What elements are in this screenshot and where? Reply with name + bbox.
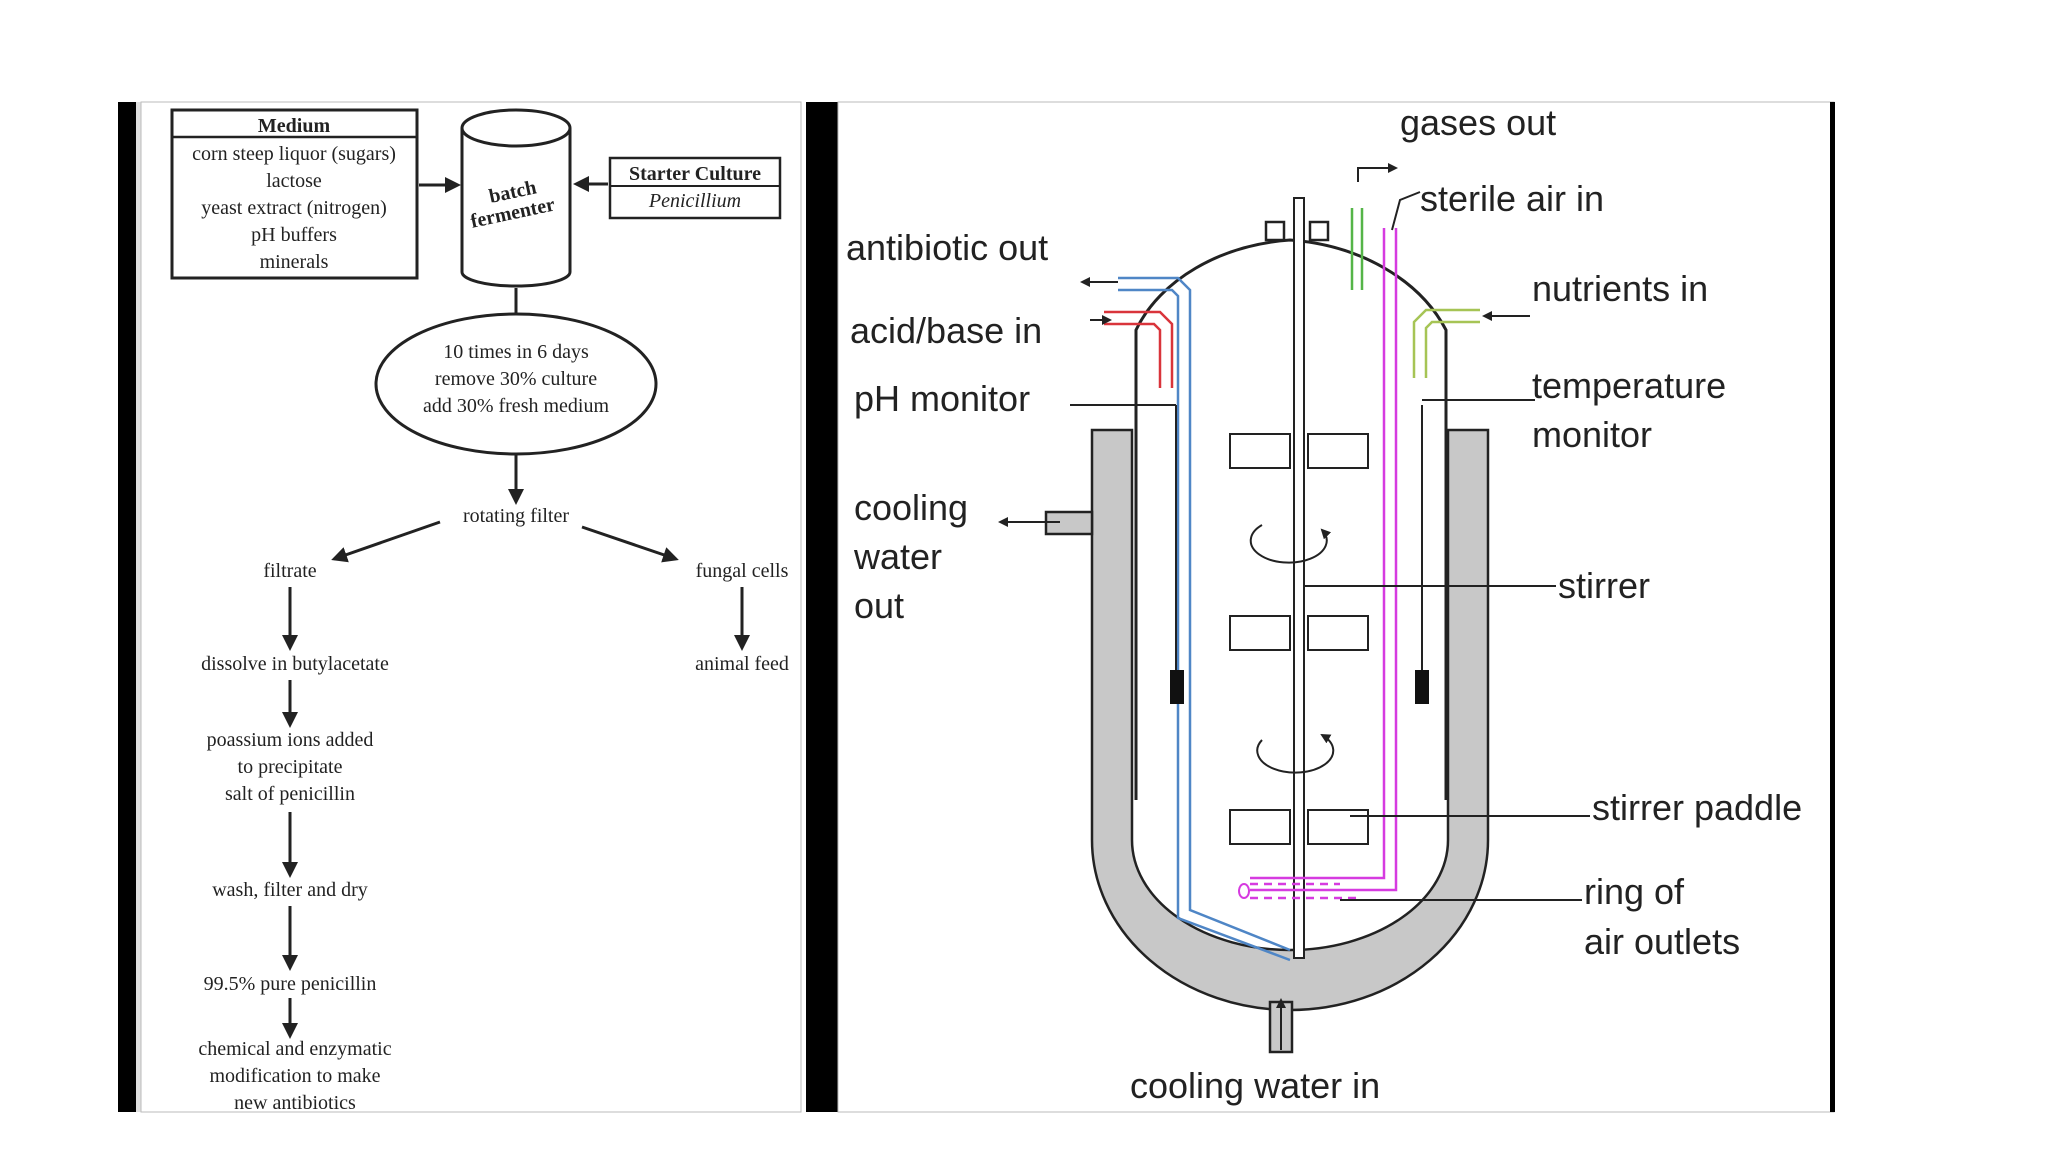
medium-box: Medium corn steep liquor (sugars) lactos… xyxy=(170,108,419,280)
nutrients-pipe xyxy=(1412,308,1480,378)
sterile-air-in-label: sterile air in xyxy=(1420,178,1604,219)
stirrer-shaft xyxy=(1293,197,1305,959)
ring-of-air-outlets-label: air outlets xyxy=(1584,921,1740,962)
temperature-monitor-label: monitor xyxy=(1532,414,1652,455)
cooling-jacket xyxy=(1090,428,1490,1012)
to-fungal-cells-arrow xyxy=(581,525,679,563)
antibiotic-out-label: antibiotic out xyxy=(846,227,1048,268)
modification-line: modification to make xyxy=(209,1065,380,1087)
process-ellipse: 10 times in 6 days remove 30% culture ad… xyxy=(374,312,658,456)
fungal-cells-label: fungal cells xyxy=(696,560,789,582)
process-line: add 30% fresh medium xyxy=(423,395,610,417)
shaft-seal xyxy=(1264,220,1286,242)
cooling-water-out-label: water xyxy=(853,536,942,577)
medium-item: yeast extract (nitrogen) xyxy=(201,197,386,219)
flowchart-panel: Medium corn steep liquor (sugars) lactos… xyxy=(118,101,838,1114)
starter-culture-box: Starter Culture Penicillium xyxy=(608,156,782,220)
divider-bar xyxy=(806,102,838,1112)
starter-organism: Penicillium xyxy=(648,190,741,212)
dissolve-label: dissolve in butylacetate xyxy=(201,653,389,675)
rotation-arrow-icon xyxy=(1249,524,1335,774)
antibiotic-out-pipe xyxy=(1118,276,1291,952)
nutrients-in-label: nutrients in xyxy=(1532,268,1708,309)
precipitate-line: salt of penicillin xyxy=(225,783,355,805)
process-line: remove 30% culture xyxy=(435,368,597,390)
air-outlet-ring xyxy=(1238,883,1250,899)
fermenter-panel: gases out sterile air in antibiotic out … xyxy=(837,101,1835,1113)
starter-title: Starter Culture xyxy=(629,163,761,185)
cooling-water-out-label: cooling xyxy=(854,487,968,528)
medium-item: minerals xyxy=(260,251,329,273)
stirrer-label: stirrer xyxy=(1558,565,1650,606)
cooling-water-out-label: out xyxy=(854,585,904,626)
medium-item: pH buffers xyxy=(251,224,337,246)
modification-line: chemical and enzymatic xyxy=(198,1038,391,1060)
ring-of-air-outlets-label: ring of xyxy=(1584,871,1685,912)
rotating-filter-label: rotating filter xyxy=(463,505,569,527)
shaft-seal xyxy=(1308,220,1330,242)
gases-out-label: gases out xyxy=(1400,102,1556,143)
temperature-monitor-label: temperature xyxy=(1532,365,1726,406)
stirrer-paddles xyxy=(1229,433,1369,845)
sterile-air-pipe xyxy=(1250,228,1386,880)
ph-probe-tip xyxy=(1170,670,1184,704)
pure-penicillin-label: 99.5% pure penicillin xyxy=(204,973,377,995)
medium-title: Medium xyxy=(258,115,331,137)
to-filtrate-arrow xyxy=(331,520,441,563)
batch-fermenter: batch fermenter xyxy=(460,108,572,288)
wash-label: wash, filter and dry xyxy=(212,879,368,901)
modification-line: new antibiotics xyxy=(234,1092,356,1114)
gases-out-arrow xyxy=(1357,163,1398,182)
animal-feed-label: animal feed xyxy=(695,653,789,675)
precipitate-line: poassium ions added xyxy=(207,729,374,751)
ph-monitor-label: pH monitor xyxy=(854,378,1030,419)
acid-base-in-label: acid/base in xyxy=(850,310,1042,351)
stirrer-paddle-label: stirrer paddle xyxy=(1592,787,1802,828)
filtrate-label: filtrate xyxy=(263,560,316,582)
fermenter-vessel xyxy=(1134,238,1448,800)
cooling-water-in-label: cooling water in xyxy=(1130,1065,1380,1106)
left-border-bar xyxy=(118,102,136,1112)
medium-item: lactose xyxy=(266,170,322,192)
process-line: 10 times in 6 days xyxy=(443,341,589,363)
medium-item: corn steep liquor (sugars) xyxy=(192,143,396,165)
precipitate-line: to precipitate xyxy=(238,756,343,778)
temperature-probe-tip xyxy=(1415,670,1429,704)
acid-base-pipe xyxy=(1104,310,1174,388)
